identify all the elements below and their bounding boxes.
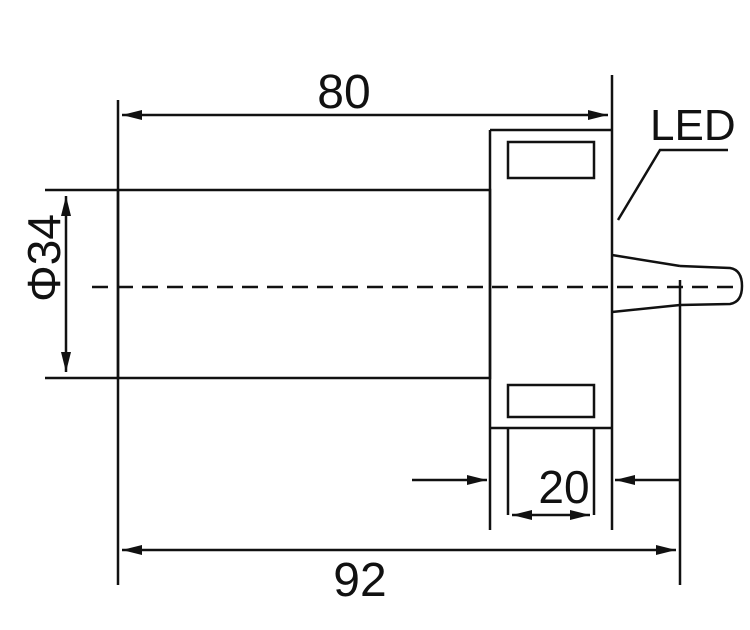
cable-gland bbox=[611, 253, 681, 314]
flange-top-slot bbox=[506, 140, 596, 180]
dimension-label-92: 92 bbox=[333, 554, 386, 607]
led-leader-line bbox=[616, 148, 728, 221]
dimension-label-80: 80 bbox=[317, 66, 370, 119]
led-label: LED bbox=[650, 101, 736, 150]
dimension-label-diameter: Φ34 bbox=[18, 214, 70, 302]
flange-bottom-slot bbox=[506, 383, 596, 419]
dimension-label-20: 20 bbox=[538, 461, 589, 513]
cylinder-body bbox=[116, 188, 492, 380]
cable-tail bbox=[679, 264, 744, 307]
